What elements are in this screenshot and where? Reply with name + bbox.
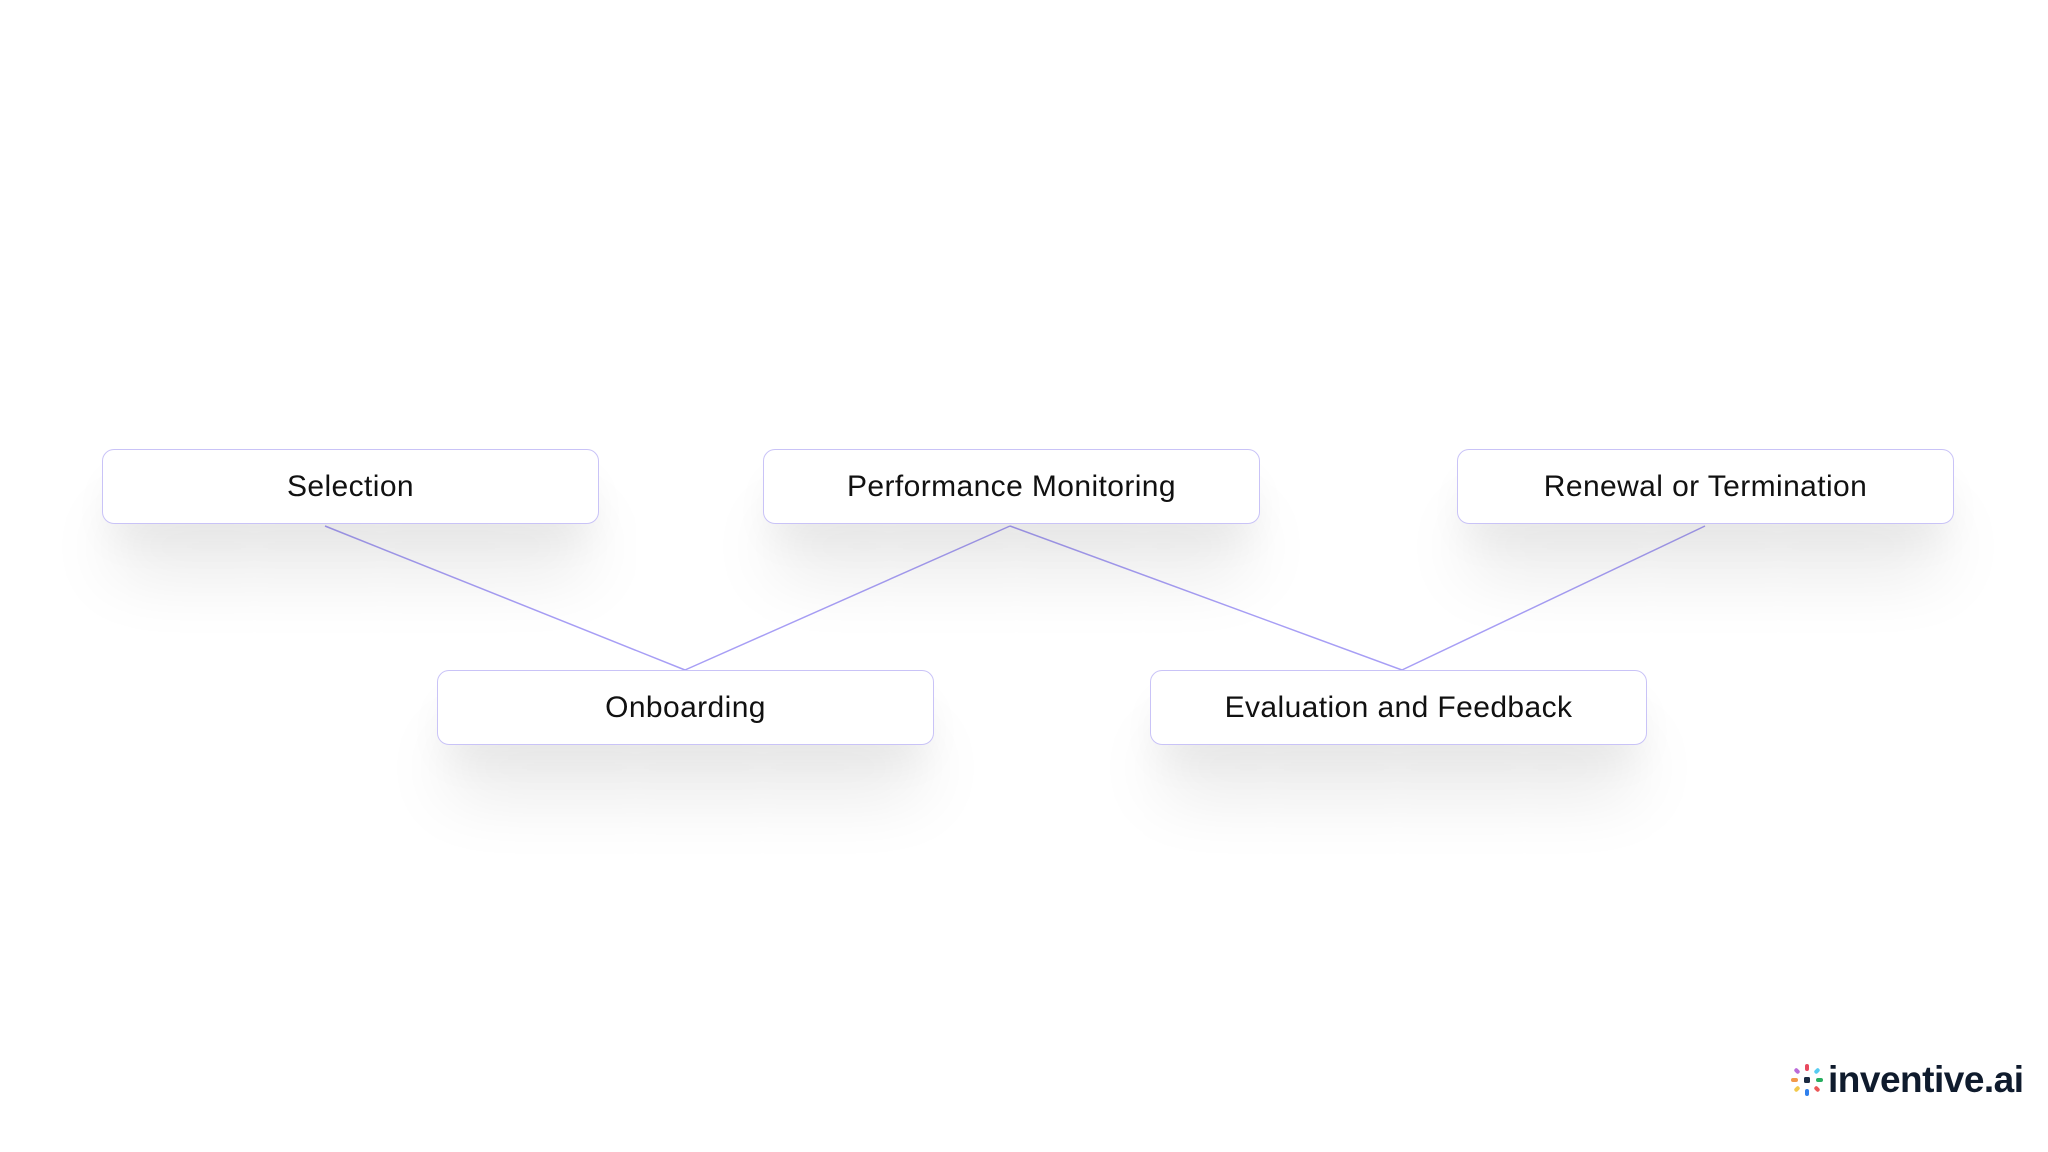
edge-evaluation-renewal [1401,525,1706,671]
node-label-onboarding: Onboarding [605,690,766,724]
edge-performance-evaluation [1009,525,1403,671]
node-performance-monitoring: Performance Monitoring [763,449,1260,524]
edge-onboarding-performance [684,525,1011,671]
node-label-renewal-or-termination: Renewal or Termination [1543,469,1868,503]
node-evaluation-and-feedback: Evaluation and Feedback [1150,670,1647,745]
node-renewal-or-termination: Renewal or Termination [1457,449,1954,524]
node-label-evaluation-and-feedback: Evaluation and Feedback [1224,690,1573,724]
node-selection: Selection [102,449,599,524]
node-label-selection: Selection [286,469,414,503]
edge-selection-onboarding [324,525,686,671]
brand-logo: inventive.ai [1790,1060,2024,1100]
node-onboarding: Onboarding [437,670,934,745]
inventive-logo-icon [1791,1064,1823,1096]
brand-logo-text: inventive.ai [1828,1059,2024,1100]
node-label-performance-monitoring: Performance Monitoring [847,469,1176,503]
